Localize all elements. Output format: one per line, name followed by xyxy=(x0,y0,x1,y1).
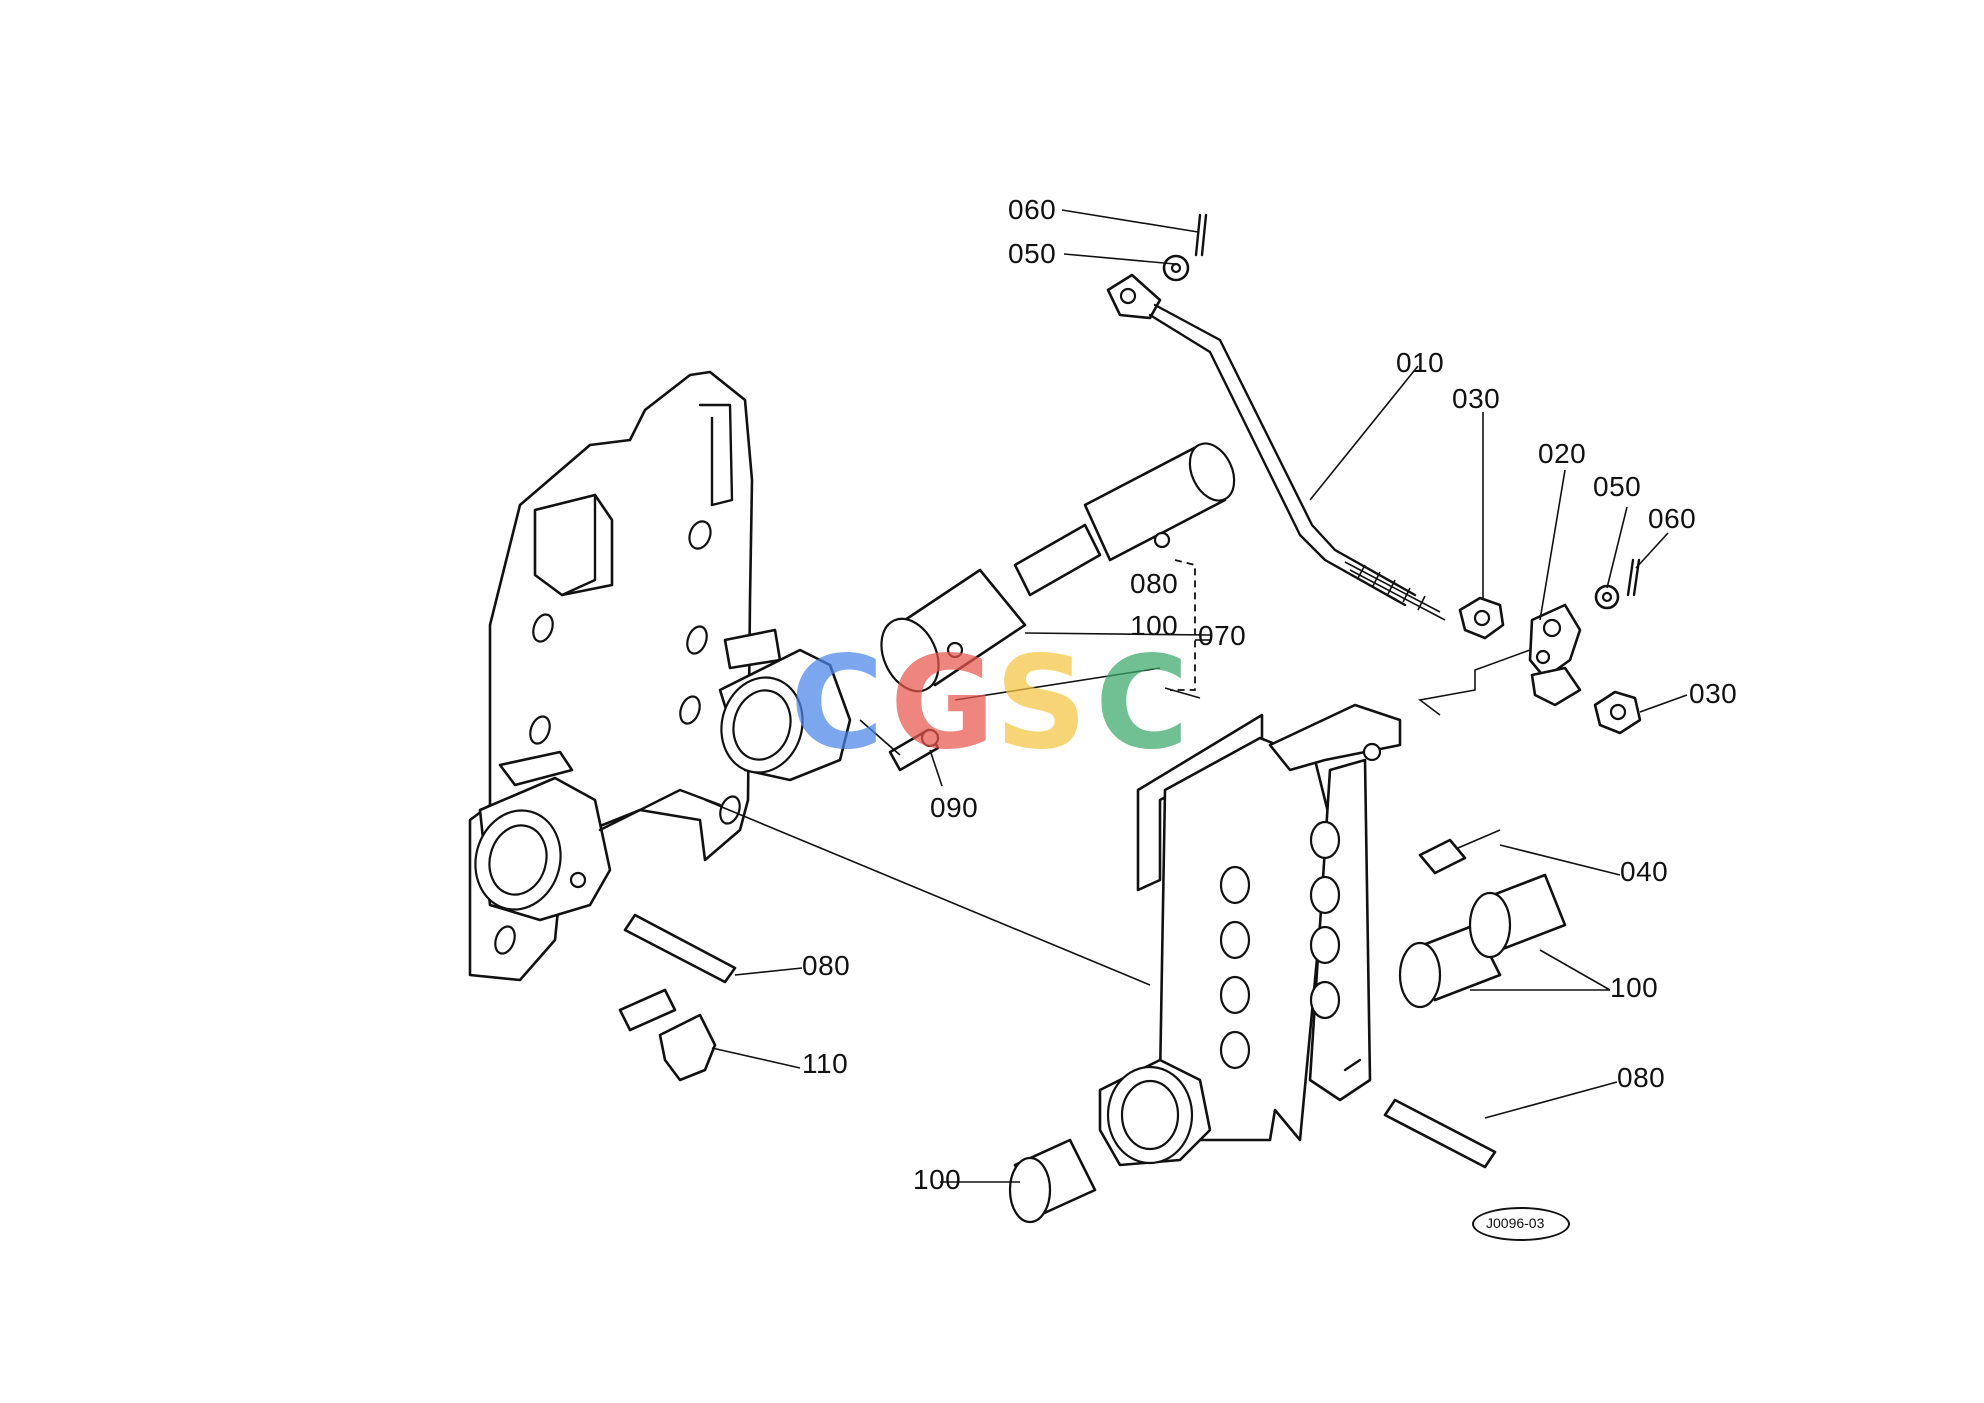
label-080-right: 080 xyxy=(1617,1062,1666,1093)
watermark-letter-3: S xyxy=(995,629,1088,778)
label-080-left: 080 xyxy=(802,950,851,981)
watermark: C G S C xyxy=(790,640,1210,780)
label-050-top: 050 xyxy=(1008,238,1057,269)
pin-left xyxy=(623,913,737,984)
label-040: 040 xyxy=(1620,856,1669,887)
label-050-right: 050 xyxy=(1593,471,1642,502)
label-100-mid: 100 xyxy=(1130,610,1179,641)
watermark-letter-4: C xyxy=(1095,629,1189,778)
bushing-bottom xyxy=(1008,1138,1097,1224)
label-100-right: 100 xyxy=(1610,972,1659,1003)
label-060-top: 060 xyxy=(1008,194,1057,225)
label-020: 020 xyxy=(1538,438,1587,469)
leader-lines xyxy=(704,209,1688,1183)
figure-code: J0096-03 xyxy=(1486,1215,1545,1231)
label-060-right: 060 xyxy=(1648,503,1697,534)
figure-code-badge: J0096-03 xyxy=(1472,1207,1570,1241)
nut-right xyxy=(1593,690,1642,735)
label-090: 090 xyxy=(930,792,979,823)
label-110: 110 xyxy=(802,1048,849,1079)
label-070: 070 xyxy=(1198,620,1247,651)
label-080-mid: 080 xyxy=(1130,568,1179,599)
label-100-bottom: 100 xyxy=(913,1164,962,1195)
cap-screw xyxy=(618,988,717,1082)
label-030-right: 030 xyxy=(1689,678,1738,709)
watermark-letter-1: C xyxy=(790,629,884,778)
grease-fitting xyxy=(888,728,940,772)
watermark-letter-2: G xyxy=(890,629,996,778)
bushing-pair xyxy=(1398,873,1567,1009)
link-rod xyxy=(1106,273,1446,621)
clevis xyxy=(1528,603,1582,707)
nut-top xyxy=(1458,596,1505,640)
cotter-pin-right xyxy=(1626,558,1641,597)
lower-boss xyxy=(474,776,722,922)
upper-boss xyxy=(718,648,852,782)
lift-bracket xyxy=(1098,703,1402,1167)
pin-right xyxy=(1383,1098,1497,1169)
label-010: 010 xyxy=(1396,347,1445,378)
cotter-pin-top xyxy=(1194,213,1208,257)
bolt xyxy=(1418,829,1501,875)
cross-shaft xyxy=(880,442,1236,693)
label-030-top: 030 xyxy=(1452,383,1501,414)
